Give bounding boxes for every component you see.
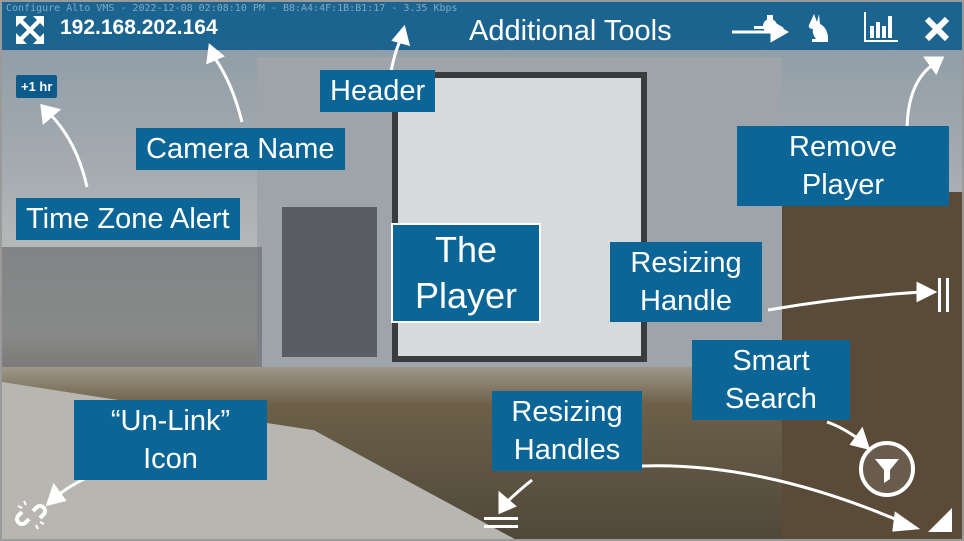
- annotation-resizing-handles: Resizing Handles: [492, 391, 642, 471]
- annotation-the-player: The Player: [391, 223, 541, 323]
- watermark-text: Configure Alto VMS - 2022-12-08 02:08:10…: [6, 3, 458, 14]
- annotation-resizing-handle: Resizing Handle: [610, 242, 762, 322]
- patio: [2, 247, 262, 367]
- camera-name: 192.168.202.164: [60, 16, 218, 39]
- filter-icon[interactable]: [858, 440, 916, 502]
- expand-icon[interactable]: [14, 14, 46, 50]
- annotation-camera-name: Camera Name: [136, 128, 345, 170]
- annotation-remove-player: Remove Player: [737, 126, 949, 206]
- close-icon[interactable]: [924, 16, 950, 46]
- annotation-time-zone-alert: Time Zone Alert: [16, 198, 240, 240]
- rabbit-icon[interactable]: [806, 12, 832, 48]
- right-resize-handle[interactable]: [936, 278, 952, 316]
- player-header: Configure Alto VMS - 2022-12-08 02:08:10…: [2, 2, 962, 50]
- bar-chart-icon[interactable]: [862, 10, 898, 48]
- resize-handle-icon[interactable]: [928, 508, 952, 536]
- annotation-smart-search: Smart Search: [692, 340, 850, 420]
- unlink-icon[interactable]: [14, 498, 48, 536]
- annotation-unlink-icon: “Un-Link” Icon: [74, 400, 267, 480]
- annotation-additional-tools: Additional Tools: [469, 15, 672, 47]
- bottom-resize-handle[interactable]: [484, 515, 518, 535]
- annotation-header: Header: [320, 70, 436, 112]
- time-zone-badge: +1 hr: [16, 75, 58, 98]
- door: [282, 207, 377, 357]
